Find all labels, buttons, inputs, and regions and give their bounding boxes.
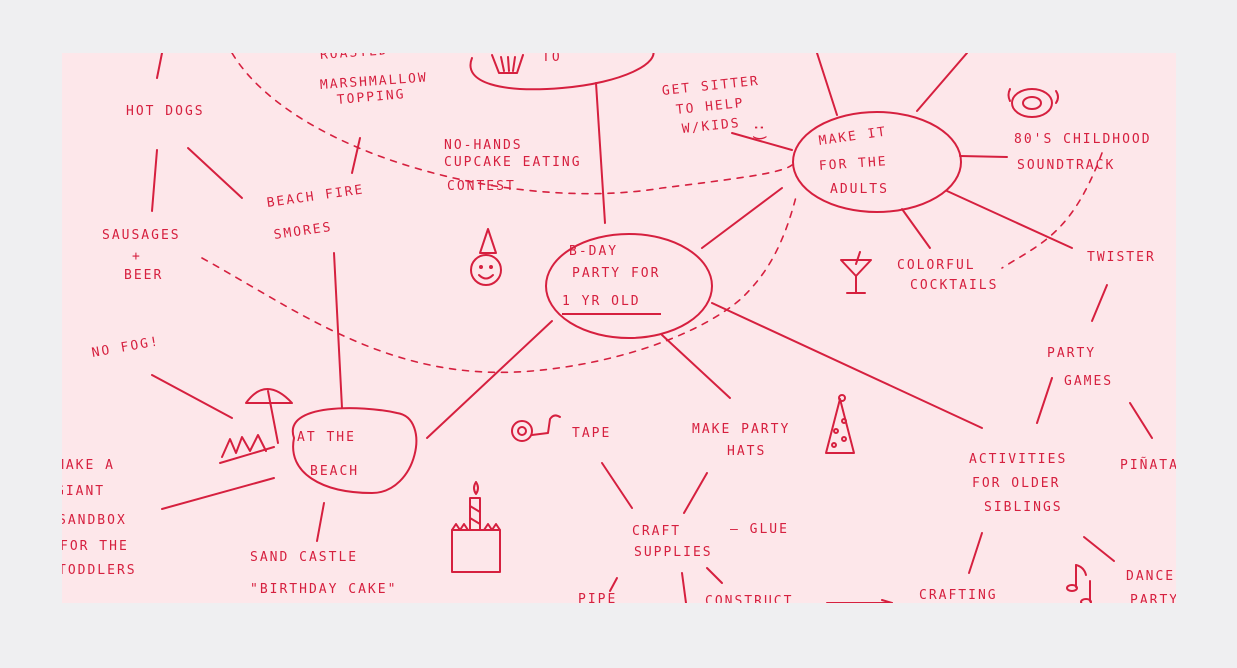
tape-roll-icon [506,407,566,443]
umbrella-icon [218,377,300,467]
sausages-label-3: BEER [124,268,164,283]
center-bubble [545,233,713,339]
dance-label-2: PARTY [1130,593,1176,603]
sandbox-label-5: TODDLERS [62,563,137,578]
adults-bubble [792,111,962,213]
cocktail-glass-icon [838,248,874,298]
connector-lines [151,53,1153,603]
beach-bubble [291,407,418,494]
party-hats-label-1: MAKE PARTY [692,422,791,437]
party-games-label-2: GAMES [1064,374,1114,389]
center-label-1: B-DAY [569,244,619,259]
cupcake-to-label: TO [542,53,562,65]
pinata-label: PIÑATA [1120,458,1176,473]
hot-dogs-label: HOT DOGS [126,104,205,119]
whiteboard-mindmap: ROASTED MARSHMALLOW TOPPING TO HOT DOGS … [62,53,1176,603]
crafting-label: CRAFTING [919,588,998,603]
craft-label-2: SUPPLIES [634,545,713,560]
face-party-hat-icon [462,225,512,291]
cupcake-bubble [469,53,655,91]
no-hands-label-3: CONTEST [447,179,516,194]
no-hands-label-2: CUPCAKE EATING [444,155,582,170]
adults-label-3: ADULTS [830,182,889,197]
activities-label-2: FOR OLDER [972,476,1061,491]
sandbox-label-2: GIANT [62,484,106,499]
record-icon [1004,81,1062,121]
sausages-label-1: SAUSAGES [102,228,181,243]
construct-label: CONSTRUCT [705,594,794,603]
party-hat-icon [822,393,858,459]
beach-label-1: AT THE [297,430,356,445]
pipe-label: PIPE [578,592,618,603]
smiley-label: :) [751,123,769,145]
cake-candle-icon [442,478,512,578]
beach-label-2: BEACH [310,464,360,479]
music-note-icon [1062,557,1102,603]
activities-label-1: ACTIVITIES [969,452,1068,467]
sandbox-label-4: FOR THE [62,539,129,554]
activities-label-3: SIBLINGS [984,500,1063,515]
center-label-3: 1 YR OLD [562,291,661,315]
sand-castle-label-1: SAND CASTLE [250,550,359,565]
cupcake-icon [487,53,537,79]
glue-label: — GLUE [730,522,789,537]
no-hands-label-1: NO-HANDS [444,138,523,153]
sausages-label-2: + [132,249,142,264]
craft-label-1: CRAFT [632,524,682,539]
soundtrack-label-2: SOUNDTRACK [1017,158,1116,173]
party-games-label-1: PARTY [1047,346,1097,361]
twister-label: TWISTER [1087,250,1156,265]
sand-castle-label-2: "BIRTHDAY CAKE" [250,582,398,597]
dance-label-1: DANCE [1126,569,1176,584]
sandbox-label-1: MAKE A [62,458,115,473]
cocktails-label-2: COCKTAILS [910,278,999,293]
sandbox-label-3: SANDBOX [62,513,127,528]
center-label-2: PARTY FOR [572,266,661,281]
party-hats-label-2: HATS [727,444,767,459]
tape-label: TAPE [572,426,612,441]
soundtrack-label-1: 80'S CHILDHOOD [1014,132,1152,147]
cocktails-label-1: COLORFUL [897,258,976,273]
